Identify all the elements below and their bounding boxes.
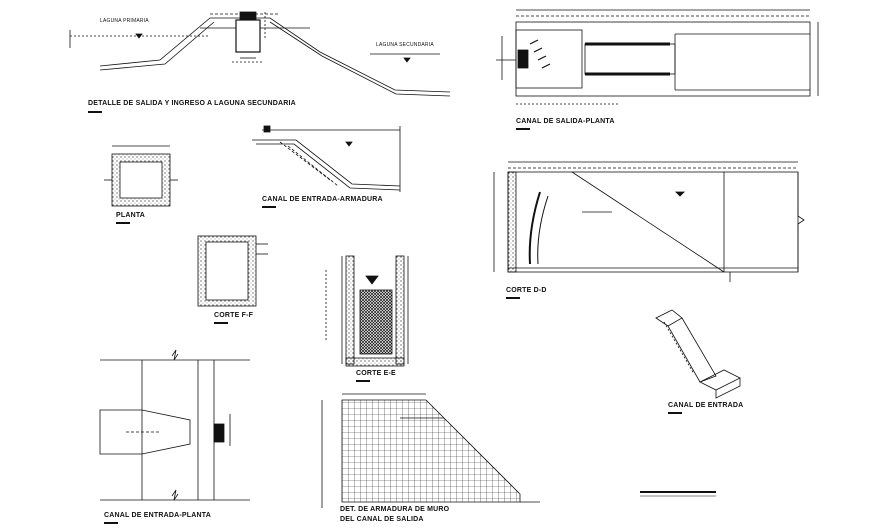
canal-entrada-plan — [99, 349, 250, 501]
label-underline — [88, 111, 102, 113]
corte-ff-section — [197, 235, 268, 307]
label-planta: PLANTA — [116, 212, 146, 219]
label-laguna-primaria: LAGUNA PRIMARIA — [100, 18, 149, 24]
label-laguna-secundaria: LAGUNA SECUNDARIA — [376, 42, 434, 48]
label-det-armadura-2: DEL CANAL DE SALIDA — [340, 516, 424, 523]
label-canal-salida-planta: CANAL DE SALIDA-PLANTA — [516, 118, 615, 125]
planta-detail — [104, 145, 178, 207]
label-corte-ff: CORTE F-F — [214, 312, 254, 319]
label-canal-entrada-armadura: CANAL DE ENTRADA-ARMADURA — [262, 196, 383, 203]
label-canal-entrada: CANAL DE ENTRADA — [668, 402, 744, 409]
corte-dd-section — [493, 161, 805, 282]
det-armadura-muro — [321, 393, 540, 508]
canal-entrada-armadura — [252, 125, 401, 192]
label-corte-ee: CORTE E-E — [356, 370, 396, 377]
canal-entrada-iso — [655, 309, 741, 399]
label-underline — [116, 222, 130, 224]
corte-ee-section — [325, 255, 409, 367]
label-underline — [506, 297, 520, 299]
label-underline — [262, 206, 276, 208]
label-underline — [104, 522, 118, 524]
label-underline — [516, 128, 530, 130]
label-det-armadura-1: DET. DE ARMADURA DE MURO — [340, 506, 450, 513]
label-detalle-salida: DETALLE DE SALIDA Y INGRESO A LAGUNA SEC… — [88, 100, 296, 107]
embankment-section — [69, 11, 451, 97]
scale-bar — [640, 491, 716, 497]
label-underline — [214, 322, 228, 324]
label-underline — [668, 412, 682, 414]
canal-salida-plan — [496, 9, 819, 105]
label-underline — [356, 380, 370, 382]
label-canal-entrada-planta: CANAL DE ENTRADA-PLANTA — [104, 512, 212, 519]
label-corte-dd: CORTE D-D — [506, 287, 547, 294]
